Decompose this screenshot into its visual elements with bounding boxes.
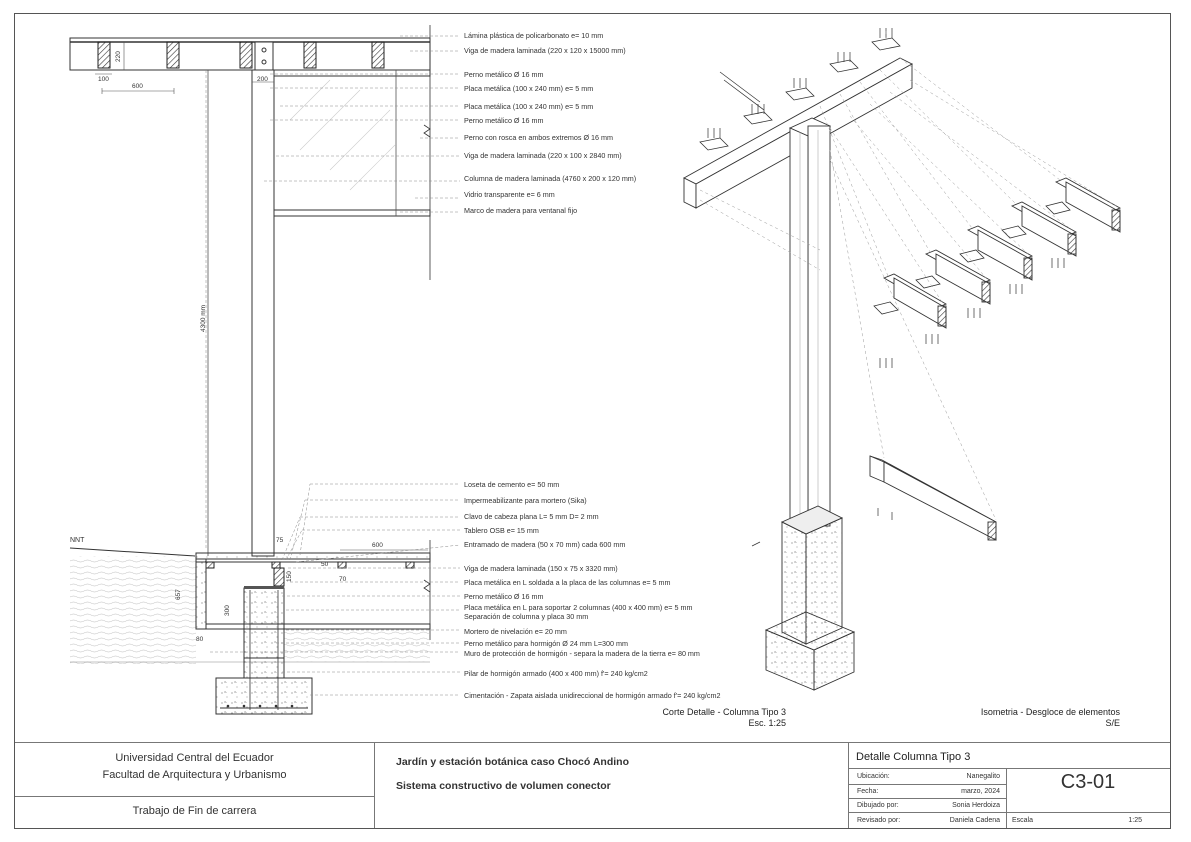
label-entramado: Entramado de madera (50 x 70 mm) cada 60… — [464, 540, 626, 549]
label-mortero: Mortero de nivelación e= 20 mm — [464, 627, 567, 636]
label-perno-rosca: Perno con rosca en ambos extremos Ø 16 m… — [464, 133, 614, 142]
dim-657: 657 — [175, 589, 182, 600]
label-viga-3320: Viga de madera laminada (150 x 75 x 3320… — [464, 564, 618, 573]
dim-600-floor: 600 — [372, 542, 383, 549]
label-muro: Muro de protección de hormigón - separa … — [464, 649, 700, 658]
dim-220: 220 — [115, 51, 122, 62]
label-osb: Tablero OSB e= 15 mm — [464, 526, 539, 535]
nnt-level: NNT — [70, 537, 85, 544]
iso-scale: S/E — [1105, 718, 1120, 728]
dim-4300: 4300 mm — [200, 304, 207, 332]
section-scale: Esc. 1:25 — [748, 718, 786, 728]
dim-50: 50 — [321, 561, 329, 568]
titleblock-top-rule — [15, 742, 1170, 743]
fecha-key: Fecha: — [857, 788, 879, 795]
iso-caption: Isometria - Desgloce de elementos — [980, 707, 1120, 717]
label-policarbonato: Lámina plástica de policarbonato e= 10 m… — [464, 31, 604, 40]
label-viga-superior: Viga de madera laminada (220 x 120 x 150… — [464, 46, 626, 55]
dim-75: 75 — [276, 537, 284, 544]
label-perno-1: Perno metálico Ø 16 mm — [464, 70, 544, 79]
label-placa-l: Placa metálica en L soldada a la placa d… — [464, 578, 671, 587]
fecha-value: marzo, 2024 — [961, 788, 1000, 795]
top-purlins — [97, 41, 385, 69]
dim-300: 300 — [224, 605, 231, 616]
project-title: Jardín y estación botánica caso Chocó An… — [396, 756, 629, 768]
dim-70: 70 — [339, 576, 347, 583]
university-name: Universidad Central del Ecuador — [115, 752, 274, 764]
project-subtitle: Sistema constructivo de volumen conector — [396, 780, 611, 792]
exploded-joists — [882, 177, 1122, 329]
ubicacion-key: Ubicación: — [857, 773, 890, 780]
label-impermeabilizante: Impermeabilizante para mortero (Sika) — [464, 496, 587, 505]
work-type: Trabajo de Fin de carrera — [132, 805, 257, 817]
dibujado-key: Dibujado por: — [857, 802, 899, 809]
label-clavo: Clavo de cabeza plana L= 5 mm D= 2 mm — [464, 512, 599, 521]
sheet-code: C3-01 — [1060, 771, 1116, 793]
label-perno-3: Perno metálico Ø 16 mm — [464, 592, 544, 601]
label-columna: Columna de madera laminada (4760 x 200 x… — [464, 174, 637, 183]
detail-title: Detalle Columna Tipo 3 — [856, 751, 971, 763]
label-viga-2840: Viga de madera laminada (220 x 100 x 284… — [464, 151, 622, 160]
label-placa-2: Placa metálica (100 x 240 mm) e= 5 mm — [464, 102, 594, 111]
label-cimentacion: Cimentación - Zapata aislada unidireccio… — [464, 691, 721, 700]
label-perno-hormigon: Perno metálico para hormigón Ø 24 mm L=3… — [464, 639, 628, 648]
section-caption: Corte Detalle - Columna Tipo 3 — [662, 707, 786, 717]
dim-100: 100 — [98, 76, 109, 83]
revisado-value: Daniela Cadena — [949, 817, 1000, 824]
drawing-sheet-border — [14, 13, 1171, 829]
label-separacion: Separación de columna y placa 30 mm — [464, 612, 589, 621]
label-marco: Marco de madera para ventanal fijo — [464, 206, 578, 215]
label-pilar: Pilar de hormigón armado (400 x 400 mm) … — [464, 669, 648, 678]
label-placa-1: Placa metálica (100 x 240 mm) e= 5 mm — [464, 84, 594, 93]
label-loseta: Loseta de cemento e= 50 mm — [464, 480, 560, 489]
label-vidrio: Vidrio transparente e= 6 mm — [464, 190, 555, 199]
dim-600-top: 600 — [132, 83, 143, 90]
dim-150: 150 — [286, 571, 293, 582]
ubicacion-value: Nanegalito — [966, 773, 1000, 780]
dim-80: 80 — [196, 636, 204, 643]
escala-key: Escala — [1012, 817, 1034, 824]
revisado-key: Revisado por: — [857, 817, 901, 824]
protection-wall — [195, 558, 207, 630]
label-placa-l-400: Placa metálica en L para soportar 2 colu… — [464, 603, 693, 612]
dibujado-value: Sonia Herdoiza — [952, 802, 1000, 809]
dim-200: 200 — [257, 76, 268, 83]
faculty-name: Facultad de Arquitectura y Urbanismo — [102, 769, 287, 781]
label-perno-2: Perno metálico Ø 16 mm — [464, 116, 544, 125]
escala-value: 1:25 — [1128, 817, 1142, 824]
